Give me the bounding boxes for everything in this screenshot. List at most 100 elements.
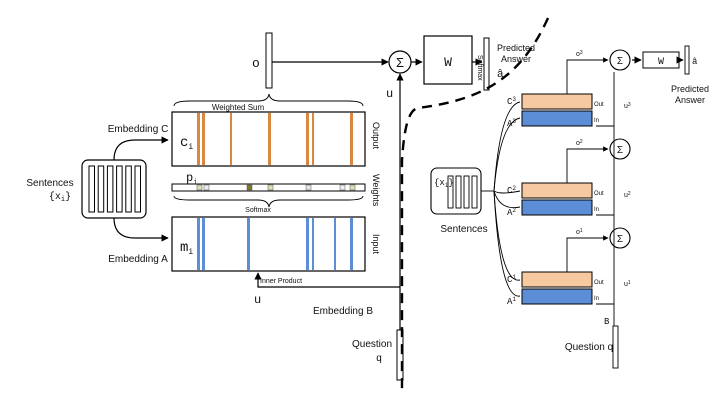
single-layer-panel: Sentences {xi} Embedding C Embedding A c… <box>26 32 535 381</box>
u-to-input-arrow <box>254 272 400 288</box>
hop-embed-c-line <box>493 190 521 194</box>
w-label: W <box>444 55 452 70</box>
hop-o-sup: 1 <box>580 228 583 234</box>
memory-stripe <box>334 218 336 270</box>
hop-c-sup: 2 <box>512 185 516 192</box>
hop-input-block <box>521 110 593 127</box>
question-label: Question <box>352 339 392 350</box>
weighted-sum-label: Weighted Sum <box>212 103 265 112</box>
answer-vector <box>483 37 490 91</box>
memory-stripe <box>306 218 309 270</box>
hop-embed-a-line <box>493 190 521 209</box>
o-vector <box>265 32 273 89</box>
sentences-label: Sentences <box>26 178 73 189</box>
hop-output-block <box>521 93 593 110</box>
sentence-bar <box>455 175 462 209</box>
sentence-bar <box>125 165 132 213</box>
sentence-bar <box>463 175 470 209</box>
hop-out-label: Out <box>594 191 604 197</box>
hop-c-sup: 3 <box>512 96 516 103</box>
sentence-bar <box>88 165 95 213</box>
right-sentences-set: {xi} <box>434 178 454 189</box>
memory-stripe <box>312 113 314 165</box>
hop-o-label: o2 <box>576 139 583 147</box>
right-b-label: B <box>604 317 610 327</box>
hop-input-block <box>521 199 593 216</box>
weight-cell <box>305 184 312 191</box>
right-question-label: Question q <box>565 342 613 353</box>
hop-embed-a-line <box>493 117 521 192</box>
hop-embed-a-line <box>493 190 521 297</box>
hop-o-sup: 3 <box>580 50 583 56</box>
right-question-vector <box>612 325 619 369</box>
hop-o-sup: 2 <box>580 139 583 145</box>
sentence-bar <box>447 175 454 209</box>
hop-input-block <box>521 288 593 305</box>
output-memory-block <box>171 111 366 167</box>
hop-o-label: o3 <box>576 50 583 58</box>
embedding-c-label: Embedding C <box>108 124 169 135</box>
weight-cell <box>203 184 210 191</box>
memory-stripe <box>202 218 205 270</box>
softmax-mid-label: Softmax <box>245 207 271 214</box>
hop-sum-node <box>609 138 631 160</box>
question-vector <box>396 329 404 381</box>
hop-u-sup: 3 <box>628 102 631 108</box>
embedding-c-arrow <box>113 136 169 161</box>
sentence-bar <box>116 165 123 213</box>
hop-a-sup: 1 <box>512 296 516 303</box>
memory-stripe <box>230 113 232 165</box>
weights-label: Weights <box>371 174 381 207</box>
sentence-bar <box>471 175 478 209</box>
hop-u-sup: 2 <box>628 191 631 197</box>
weighted-sum-brace <box>173 93 364 107</box>
memory-stripe <box>312 218 314 270</box>
output-label: Output <box>371 122 381 150</box>
hop-u-sup: 1 <box>628 280 631 286</box>
weight-cell <box>339 184 346 191</box>
weight-cell <box>349 184 356 191</box>
sum-symbol: Σ <box>396 55 404 70</box>
weight-cell <box>196 184 203 191</box>
hop-sum-node <box>609 49 631 71</box>
hop-c-label: C3 <box>507 96 516 107</box>
memory-stripe <box>268 113 271 165</box>
weight-cell <box>246 184 253 191</box>
right-answer-vector <box>684 45 690 75</box>
hop-in-label: In <box>594 118 599 124</box>
memory-stripe <box>350 113 353 165</box>
hop-in-label: In <box>594 207 599 213</box>
o-label: o <box>252 56 260 71</box>
softmax-brace <box>173 195 364 208</box>
hop-c-label: C2 <box>507 185 516 196</box>
hop-a-label: A1 <box>507 296 516 307</box>
hop-o-arrow <box>566 146 609 183</box>
memory-stripe <box>306 113 309 165</box>
memory-stripe <box>202 113 205 165</box>
hop-output-block <box>521 271 593 288</box>
memory-stripe <box>350 218 353 270</box>
weight-cell <box>267 184 274 191</box>
sentences-set-label: {xi} <box>49 191 71 204</box>
embedding-b-label: Embedding B <box>313 306 373 317</box>
m-i-label: mi <box>180 240 193 257</box>
sentence-bar <box>97 165 105 213</box>
hop-o-arrow <box>566 235 609 272</box>
memory-stripe <box>247 218 250 270</box>
sentences-stack <box>81 159 147 219</box>
a-hat-label: â <box>497 69 504 81</box>
hop-in-label: In <box>594 296 599 302</box>
c-i-label: ci <box>180 135 193 152</box>
hop-a-sup: 3 <box>512 118 516 125</box>
inner-product-label: Inner Product <box>260 278 302 285</box>
hop-c-sup: 1 <box>512 274 516 281</box>
embedding-a-arrow <box>113 217 169 242</box>
right-sentences-label: Sentences <box>440 224 487 235</box>
hop-a-label: A2 <box>507 207 516 218</box>
memory-stripe <box>197 218 200 270</box>
